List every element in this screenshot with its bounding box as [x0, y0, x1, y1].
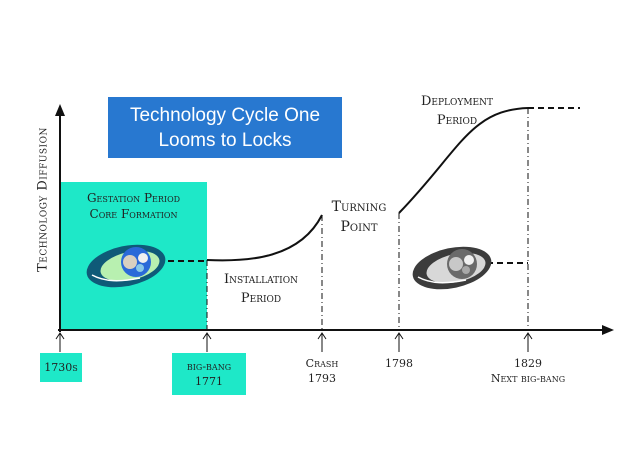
tick-label-1829: 1829 Next big-bang: [468, 356, 588, 386]
y-axis-label: Technology Diffusion: [36, 125, 51, 275]
tick-arrow-1771: [203, 333, 211, 352]
tick-arrow-1829: [524, 333, 532, 352]
tick-label-1730s-text: 1730s: [44, 360, 77, 375]
gestation-label-line2: Core Formation: [62, 206, 205, 222]
tick-label-1793: Crash 1793: [292, 356, 352, 386]
tick-label-1771-line1: big-bang: [187, 359, 231, 374]
installation-label-line1: Installation: [206, 270, 316, 289]
installation-label-line2: Period: [206, 289, 316, 308]
diagram-title-box: Technology Cycle One Looms to Locks: [108, 97, 342, 158]
deployment-label: Deployment Period: [392, 92, 522, 130]
gestation-label-line1: Gestation Period: [62, 190, 205, 206]
tick-label-1771-line2: 1771: [195, 374, 223, 389]
x-axis-arrow: [602, 325, 614, 335]
tick-arrow-1793: [318, 333, 326, 352]
tick-label-1829-line1: 1829: [468, 356, 588, 371]
tick-label-1771: big-bang 1771: [172, 353, 246, 395]
deployment-label-line1: Deployment: [392, 92, 522, 111]
diagram-title-line1: Technology Cycle One: [108, 103, 342, 128]
tick-arrow-1730: [56, 333, 64, 352]
turning-point-label-line1: Turning: [316, 197, 402, 217]
installation-label: Installation Period: [206, 270, 316, 308]
y-axis-arrow: [55, 104, 65, 116]
diagram-title-line2: Looms to Locks: [108, 128, 342, 153]
tick-arrow-1798: [395, 333, 403, 352]
tick-label-1793-line2: 1793: [292, 371, 352, 386]
tick-label-1793-line1: Crash: [292, 356, 352, 371]
deployment-label-line2: Period: [392, 111, 522, 130]
turning-point-label: Turning Point: [316, 197, 402, 237]
turning-point-label-line2: Point: [316, 217, 402, 237]
tick-label-1798-line1: 1798: [374, 356, 424, 371]
tick-label-1829-line2: Next big-bang: [468, 371, 588, 386]
tick-label-1798: 1798: [374, 356, 424, 371]
tick-label-1730s: 1730s: [40, 353, 82, 382]
installation-curve: [207, 215, 322, 260]
gestation-label: Gestation Period Core Formation: [62, 190, 205, 222]
